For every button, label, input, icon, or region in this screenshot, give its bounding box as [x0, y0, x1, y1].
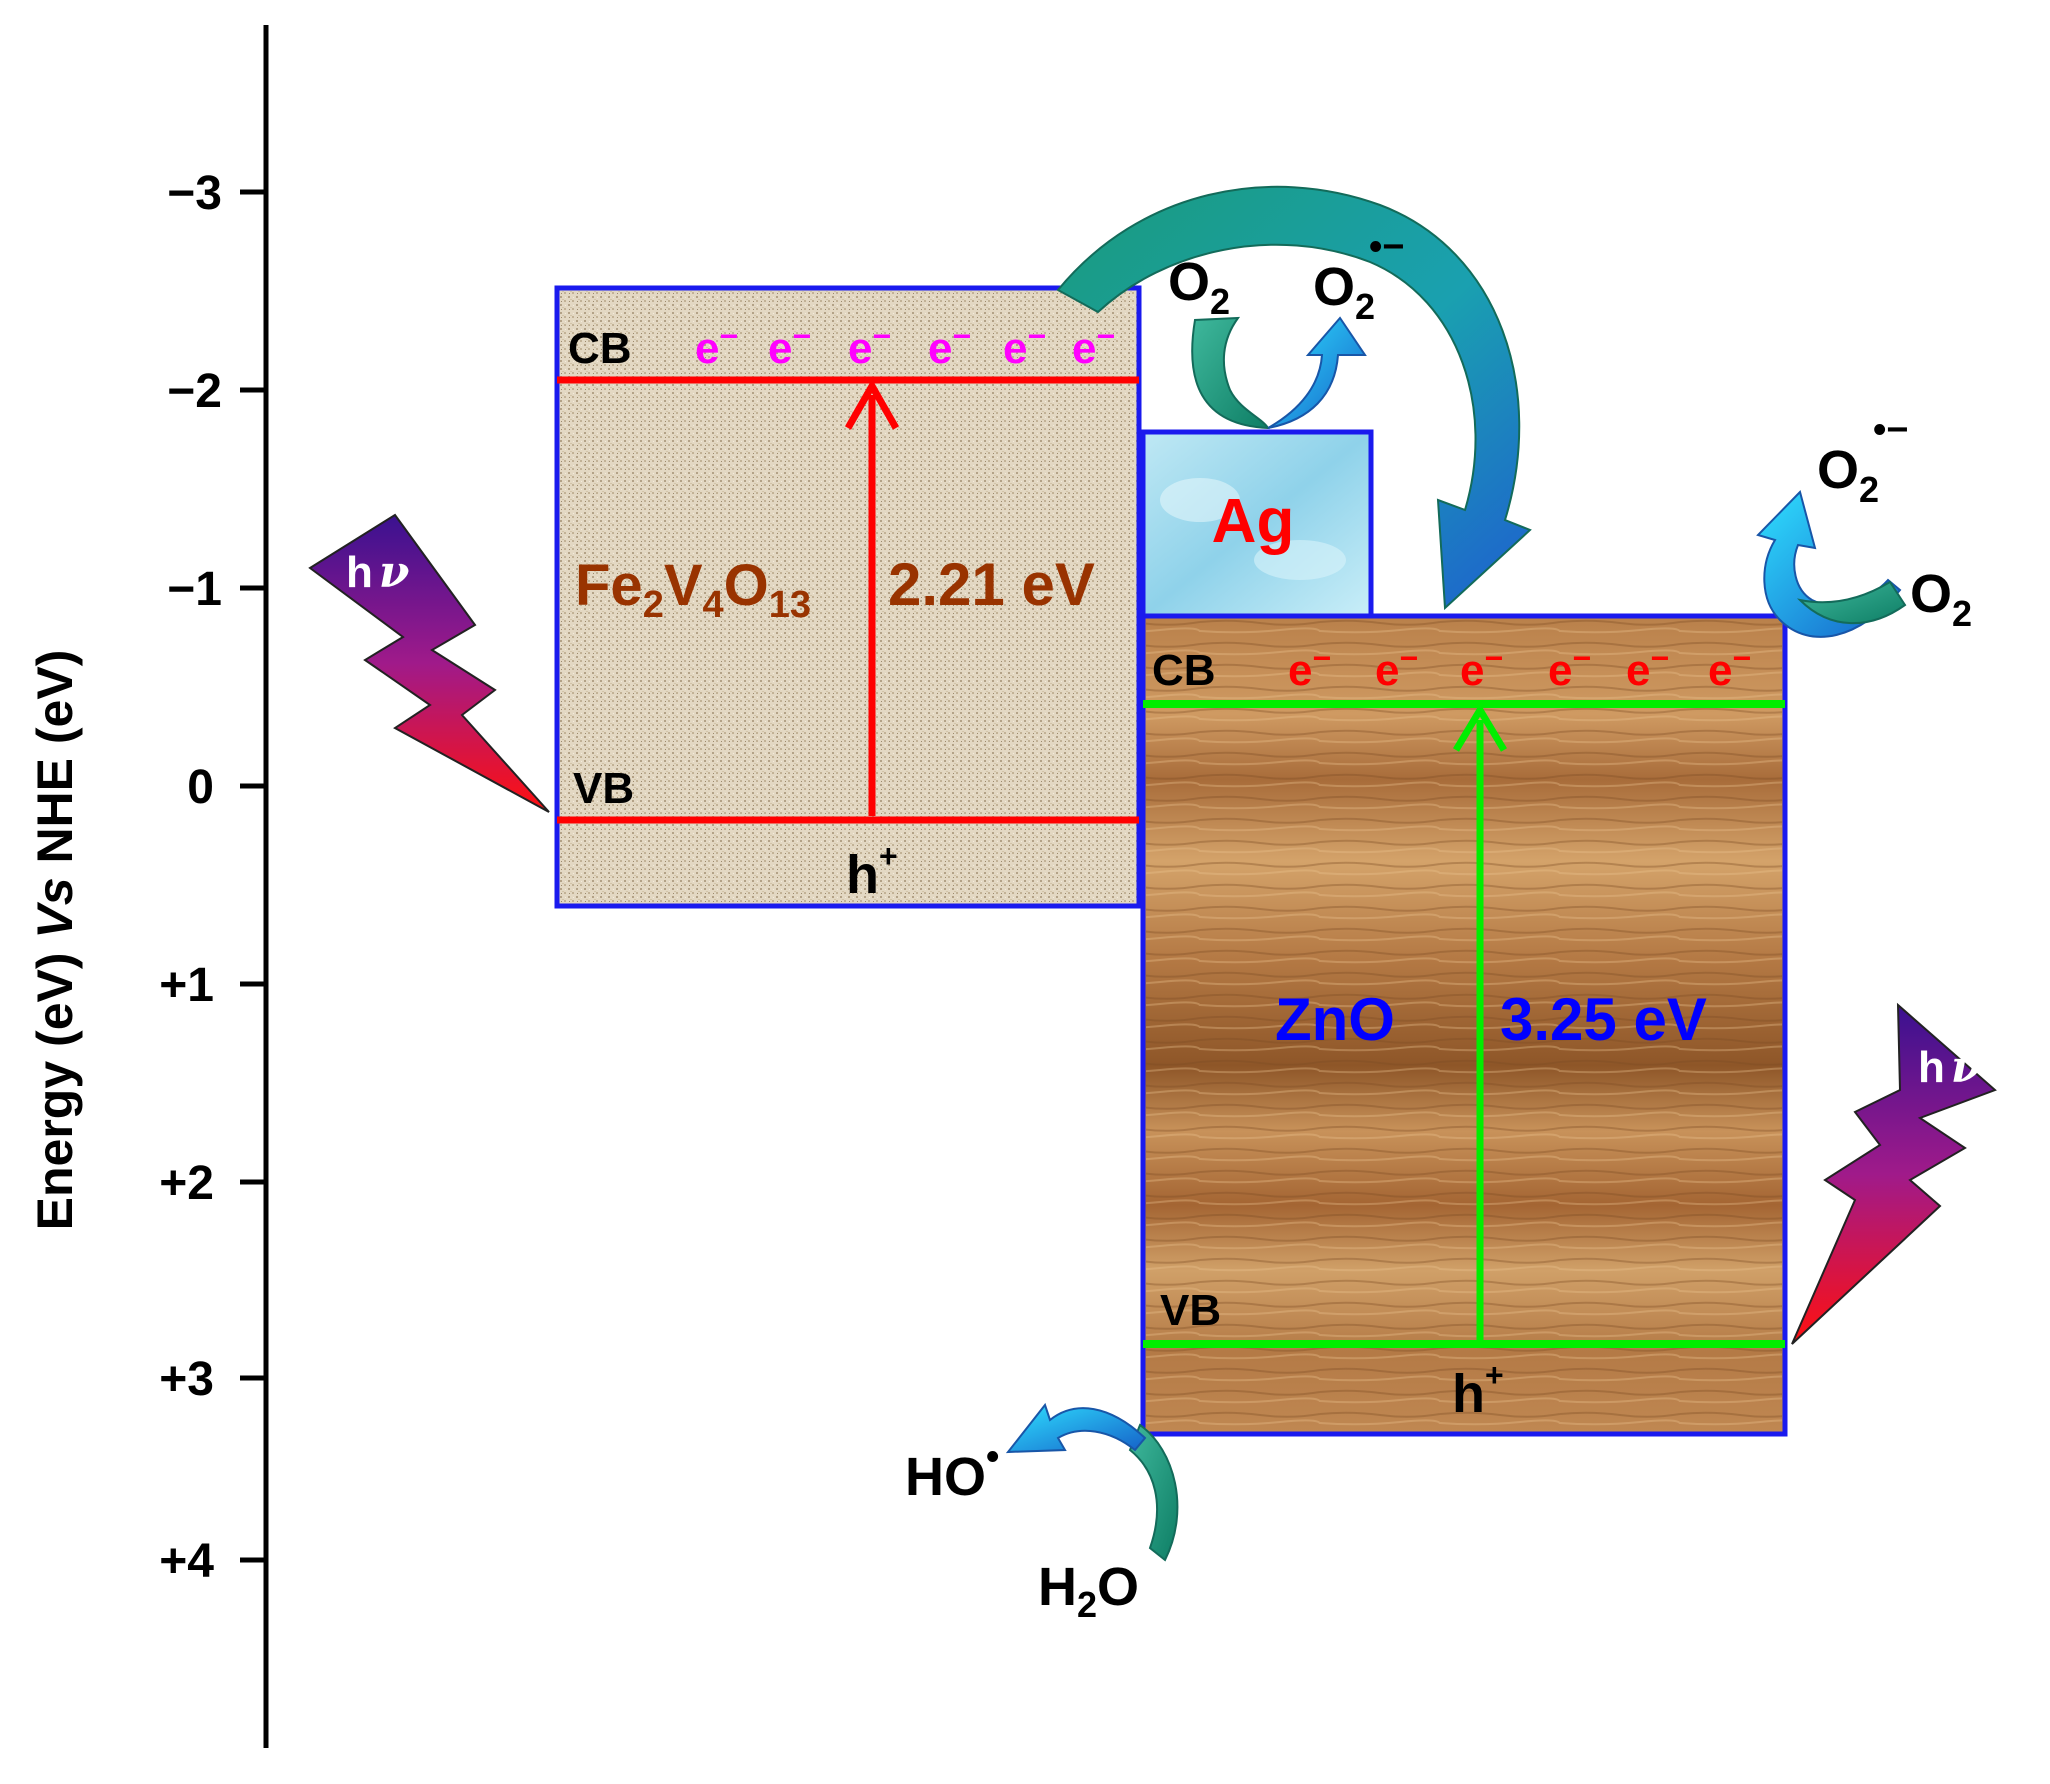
- zno-cb-label: CB: [1152, 646, 1216, 695]
- zno-hole: h+: [1452, 1357, 1504, 1424]
- zno-bandgap: 3.25 eV: [1500, 986, 1707, 1053]
- tick-label: −1: [167, 563, 222, 616]
- tick-label: 0: [187, 761, 214, 814]
- lightning-bolt-icon: [308, 513, 550, 813]
- electron: e−: [1003, 318, 1046, 373]
- zno-electrons: e− e− e− e− e− e−: [1288, 640, 1751, 695]
- water-oxidation: HO• H2O: [905, 1402, 1179, 1625]
- tick-label: −3: [167, 167, 222, 220]
- superoxide-product: O2•−: [1313, 226, 1405, 327]
- curved-arrow-icon: [1128, 1423, 1179, 1562]
- energy-axis: −3 −2 −1 0 +1 +2 +3 +4 Energy (eV) Vs NH…: [27, 25, 269, 1748]
- tick-label: +3: [159, 1353, 214, 1406]
- axis-ticks: [240, 189, 266, 1563]
- o2-reactant: O2: [1168, 252, 1230, 322]
- ag-block: Ag: [1140, 429, 1374, 619]
- electron: e−: [1375, 640, 1418, 695]
- fe2v4o13-hole: h+: [846, 838, 898, 905]
- fe2v4o13-box: CB VB e− e− e− e− e− e− h+ Fe2V4O13 2.21…: [554, 285, 1142, 909]
- zno-oxygen-reduction: O2 O2•−: [1756, 409, 1972, 638]
- fe2v4o13-cb-label: CB: [568, 324, 632, 373]
- axis-tick-labels: −3 −2 −1 0 +1 +2 +3 +4: [159, 167, 222, 1588]
- tick-label: +1: [159, 959, 214, 1012]
- o2-reactant: O2: [1910, 564, 1972, 634]
- curved-arrow-icon: [1796, 580, 1907, 625]
- electron: e−: [768, 318, 811, 373]
- curved-arrow-icon: [1191, 316, 1270, 430]
- electron: e−: [848, 318, 891, 373]
- electron: e−: [1072, 318, 1115, 373]
- ag-label: Ag: [1212, 487, 1295, 556]
- fe2v4o13-panel: [554, 285, 1142, 909]
- fe2v4o13-vb-label: VB: [573, 764, 634, 813]
- tick-label: +4: [159, 1535, 214, 1588]
- fe2v4o13-electrons: e− e− e− e− e− e−: [695, 318, 1115, 373]
- electron: e−: [928, 318, 971, 373]
- electron: e−: [695, 318, 738, 373]
- zno-label: ZnO: [1275, 986, 1395, 1053]
- fe2v4o13-bandgap: 2.21 eV: [888, 551, 1095, 618]
- axis-label: Energy (eV) Vs NHE (eV): [27, 650, 83, 1231]
- ag-oxygen-reduction: O2 O2•−: [1168, 226, 1405, 430]
- electron: e−: [1708, 640, 1751, 695]
- lightning-bolt-icon: [1791, 1002, 1997, 1345]
- electron: e−: [1288, 640, 1331, 695]
- hydroxyl-radical: HO•: [905, 1436, 999, 1507]
- superoxide-product: O2•−: [1817, 409, 1909, 510]
- ag-texture: [1254, 540, 1346, 580]
- tick-label: +2: [159, 1157, 214, 1210]
- zno-arrowhead: [1452, 703, 1508, 752]
- ag-panel: [1140, 429, 1374, 619]
- curved-arrow-icon: [1056, 185, 1532, 611]
- fe2v4o13-label: Fe2V4O13: [575, 553, 811, 626]
- zno-box: CB VB e− e− e− e− e− e− h+ ZnO 3.25 eV: [1140, 613, 1788, 1437]
- tick-label: −2: [167, 365, 222, 418]
- electron-transfer-arrow: [1056, 185, 1532, 611]
- zno-vb-label: VB: [1160, 1286, 1221, 1335]
- ag-texture: [1160, 478, 1240, 522]
- electron: e−: [1626, 640, 1669, 695]
- zno-grain: [1146, 619, 1782, 1431]
- water-reactant: H2O: [1038, 1557, 1139, 1625]
- curved-arrow-icon: [1005, 1402, 1147, 1454]
- fe2v4o13-arrowhead: [844, 378, 900, 430]
- curved-arrow-icon: [1267, 316, 1367, 429]
- electron: e−: [1548, 640, 1591, 695]
- electron: e−: [1460, 640, 1503, 695]
